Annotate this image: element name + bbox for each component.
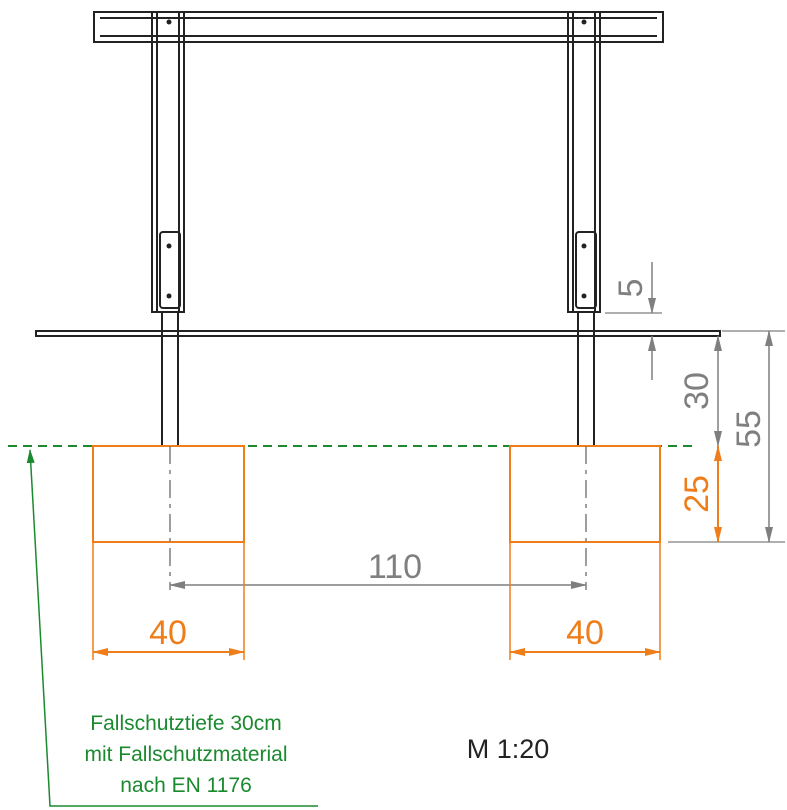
fall-protection-note-line1: Fallschutztiefe 30cm bbox=[90, 712, 281, 735]
right-post bbox=[567, 11, 601, 447]
dim-40-right-label: 40 bbox=[566, 614, 604, 652]
foundation-extension-lines bbox=[92, 542, 661, 660]
dim-25-label: 25 bbox=[678, 475, 716, 513]
left-foundation bbox=[92, 445, 245, 543]
left-post bbox=[151, 11, 185, 447]
dim-5-label: 5 bbox=[612, 279, 650, 298]
dim-110-label: 110 bbox=[368, 548, 422, 586]
right-foundation bbox=[509, 445, 661, 543]
dim-30-label: 30 bbox=[678, 372, 716, 410]
fall-protection-note-line3: nach EN 1176 bbox=[120, 774, 252, 797]
fall-protection-note-line2: mit Fallschutzmaterial bbox=[84, 743, 287, 766]
right-bolt-icon bbox=[581, 19, 587, 299]
note-leader-line bbox=[26, 449, 318, 807]
dim-55-label: 55 bbox=[730, 410, 768, 448]
dim-40-left-label: 40 bbox=[149, 614, 187, 652]
scale-label: M 1:20 bbox=[467, 734, 550, 764]
top-beam bbox=[93, 11, 664, 43]
ground-plate bbox=[35, 330, 721, 337]
left-bolt-icon bbox=[166, 19, 172, 299]
